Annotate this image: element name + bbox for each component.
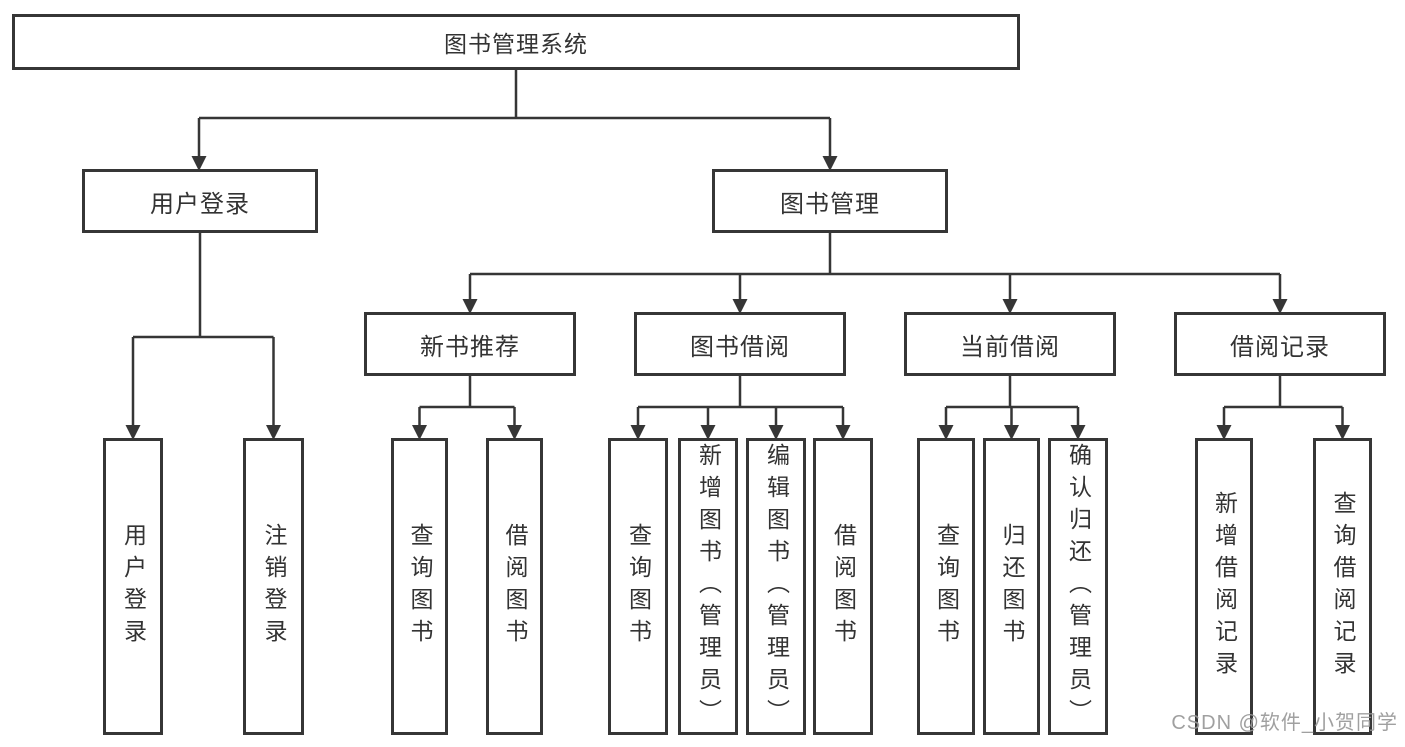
arrowhead [822,156,838,171]
node-label: 注销登录 [261,522,287,651]
node-current-borrowing: 当前借阅 [904,312,1116,376]
node-library-management-system: 图书管理系统 [12,14,1020,70]
arrowhead [1272,299,1288,314]
arrowhead [412,425,427,440]
node-label: 当前借阅 [960,333,1060,361]
node-leaf-current-query-books: 查询图书 [917,438,975,735]
arrowhead [768,425,784,440]
node-label: 归还图书 [999,522,1025,651]
connector-records-to-leaves [1222,376,1344,426]
connector-borrowing-to-leaves [636,376,845,426]
arrowhead [1004,425,1019,440]
node-label: 用户登录 [150,190,250,218]
node-label: 查询图书 [933,522,960,651]
csdn-watermark: CSDN @软件_小贺同学 [1171,712,1398,734]
node-label: 借阅图书 [830,522,857,651]
arrowhead [1070,425,1086,440]
connector-bookmgmt-to-level3 [468,233,1282,300]
arrowhead [462,299,478,314]
node-label: 图书借阅 [690,333,790,361]
node-label: 新增借阅记录 [1211,490,1238,683]
node-label: 借阅记录 [1230,333,1330,361]
arrowhead [1216,425,1232,440]
arrowhead [1002,299,1018,314]
arrowhead [191,156,207,171]
arrowhead [732,299,748,314]
node-label: 查询借阅记录 [1330,490,1356,683]
node-label: 编辑图书（管理员） [763,442,790,731]
node-label: 用户登录 [120,522,147,651]
arrowheads [125,156,1350,440]
node-leaf-borrow-edit-books-admin: 编辑图书（管理员） [746,438,806,735]
arrowhead [125,425,141,440]
node-book-borrowing: 图书借阅 [634,312,846,376]
connector-recommend-to-leaves [418,376,516,426]
node-label: 查询图书 [625,522,652,651]
node-label: 借阅图书 [502,522,528,651]
node-new-book-recommendation: 新书推荐 [364,312,576,376]
node-book-management: 图书管理 [712,169,948,233]
node-leaf-recommend-query-books: 查询图书 [391,438,448,735]
arrowhead [938,425,954,440]
connector-paths [131,70,1344,426]
node-label: 查询图书 [407,522,433,651]
node-leaf-recommend-borrow-books: 借阅图书 [486,438,543,735]
node-label: 图书管理系统 [444,31,588,57]
node-leaf-user-login: 用户登录 [103,438,163,735]
node-label: 新书推荐 [420,333,520,361]
connector-userlogin-to-leaves [131,233,275,426]
node-leaf-records-add-record: 新增借阅记录 [1195,438,1253,735]
arrowhead [507,425,522,440]
node-user-login: 用户登录 [82,169,318,233]
node-label: 确认归还（管理员） [1065,442,1092,731]
arrowhead [835,425,851,440]
node-leaf-logout: 注销登录 [243,438,304,735]
node-label: 图书管理 [780,190,880,218]
node-leaf-borrow-query-books: 查询图书 [608,438,668,735]
arrowhead [1335,425,1350,440]
node-borrowing-records: 借阅记录 [1174,312,1386,376]
arrowhead [266,425,281,440]
node-leaf-borrow-add-books-admin: 新增图书（管理员） [678,438,738,735]
arrowhead [700,425,716,440]
node-leaf-current-confirm-return-admin: 确认归还（管理员） [1048,438,1108,735]
arrowhead [630,425,646,440]
node-label: 新增图书（管理员） [695,442,722,731]
connector-current-to-leaves [944,376,1080,426]
node-leaf-records-query-record: 查询借阅记录 [1313,438,1372,735]
node-leaf-current-return-books: 归还图书 [983,438,1040,735]
node-leaf-borrow-borrow-books: 借阅图书 [813,438,873,735]
connector-root-to-level2 [197,70,832,157]
